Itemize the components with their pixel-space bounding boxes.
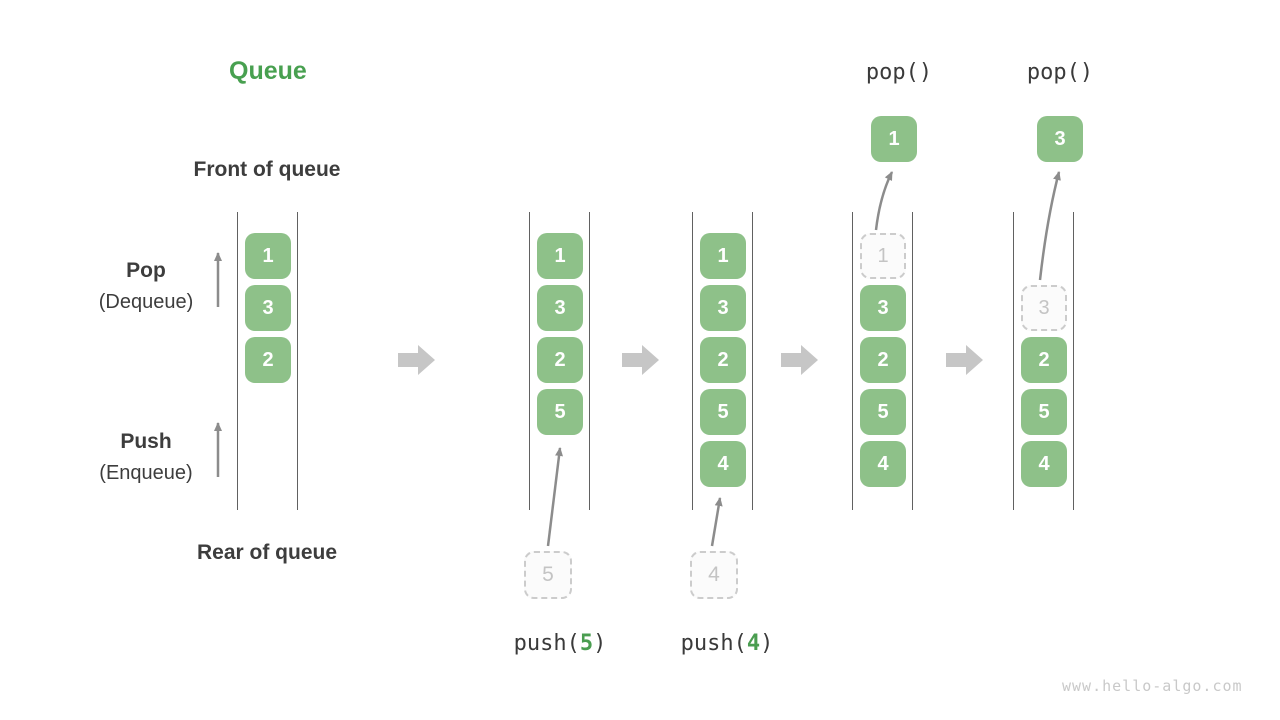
diagram-title: Queue [229,57,307,85]
transition-arrow-icon [622,345,659,375]
pop-label-group: Pop (Dequeue) [76,259,216,314]
queue-cell: 1 [700,233,746,279]
queue-cell-removed: 3 [1021,285,1067,331]
call-suffix: ) [760,631,774,656]
queue-cell: 4 [700,441,746,487]
queue-cell: 5 [1021,389,1067,435]
transition-arrow-icon [946,345,983,375]
queue-state-initial: 1 3 2 [237,212,298,510]
queue-cell: 5 [860,389,906,435]
push-label-group: Push (Enqueue) [76,430,216,485]
queue-cell: 1 [245,233,291,279]
pop-label: Pop [126,259,166,282]
push-4-call-label: push(4) [667,631,787,656]
push-5-call-label: push(5) [500,631,620,656]
queue-cell: 2 [700,337,746,383]
queue-state-after-push5: 1 3 2 5 [529,212,590,510]
popped-box-3: 3 [1037,116,1083,162]
queue-state-after-push4: 1 3 2 5 4 [692,212,753,510]
dequeue-sublabel: (Dequeue) [98,291,194,313]
popped-box-1: 1 [871,116,917,162]
queue-cell: 2 [537,337,583,383]
pending-push-box-4: 4 [690,551,738,599]
queue-cell: 4 [860,441,906,487]
queue-cell: 2 [1021,337,1067,383]
queue-state-pop1: 1 3 2 5 4 [852,212,913,510]
queue-cell-removed: 1 [860,233,906,279]
queue-cell: 3 [860,285,906,331]
call-prefix: push( [513,631,580,656]
queue-cell: 2 [245,337,291,383]
queue-cell: 1 [537,233,583,279]
transition-arrow-icon [781,345,818,375]
call-arg: 4 [746,631,761,656]
pending-push-box-5: 5 [524,551,572,599]
pop-call-label-1: pop() [865,60,933,85]
queue-cell: 3 [700,285,746,331]
queue-cell: 4 [1021,441,1067,487]
rear-of-queue-label: Rear of queue [196,541,338,564]
queue-cell: 2 [860,337,906,383]
call-suffix: ) [593,631,607,656]
pop-call-label-2: pop() [1026,60,1094,85]
call-arg: 5 [579,631,594,656]
queue-cell: 5 [700,389,746,435]
queue-cell: 5 [537,389,583,435]
transition-arrow-icon [398,345,435,375]
queue-state-pop3: 3 2 5 4 [1013,212,1074,510]
enqueue-sublabel: (Enqueue) [99,462,193,484]
watermark: www.hello-algo.com [1062,677,1243,695]
call-prefix: push( [680,631,747,656]
queue-cell: 3 [537,285,583,331]
push-label: Push [120,430,172,453]
queue-cell: 3 [245,285,291,331]
front-of-queue-label: Front of queue [193,158,341,181]
